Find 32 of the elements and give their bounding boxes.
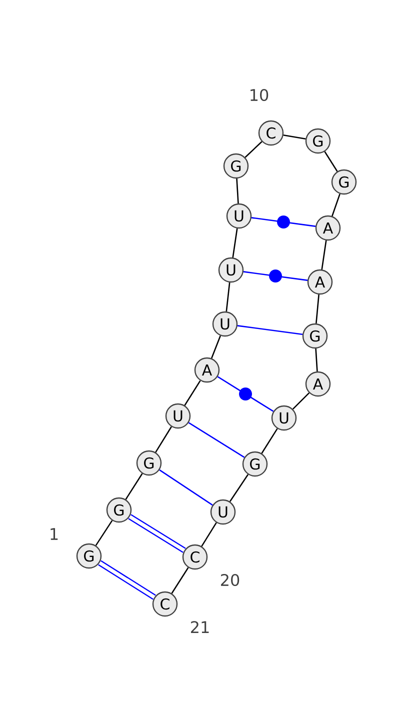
base-pair-line	[251, 216, 316, 228]
position-number: 1	[50, 528, 58, 540]
backbone-line	[95, 520, 113, 546]
base-pair-double-line	[98, 560, 156, 600]
base-pair-line	[159, 469, 213, 506]
backbone-line	[244, 141, 262, 158]
backbone-line	[292, 392, 310, 410]
backbone-line	[316, 294, 320, 324]
backbone-line	[226, 282, 230, 312]
backbone-line	[210, 336, 222, 358]
position-number: 20	[221, 574, 240, 586]
base-pair-line	[237, 325, 303, 335]
backbone-line	[184, 380, 201, 406]
base-pair-line	[243, 270, 308, 282]
backbone-line	[315, 348, 318, 372]
backbone-line	[201, 522, 217, 547]
backbone-line	[321, 240, 327, 270]
backbone-line	[324, 151, 338, 172]
position-number: 10	[250, 88, 268, 102]
backbone-line	[171, 567, 189, 594]
position-number: 21	[191, 621, 209, 633]
base-pair-line	[217, 376, 274, 412]
base-pair-double-line	[128, 514, 186, 553]
backbone-line	[229, 474, 249, 502]
backbone-line	[332, 194, 340, 216]
backbone-line	[236, 178, 239, 204]
backbone-line	[125, 473, 143, 500]
backbone-line	[261, 428, 278, 454]
base-pair-line	[188, 422, 245, 458]
backbone-line	[232, 228, 238, 258]
backbone-line	[283, 134, 306, 140]
backbone-line	[155, 426, 172, 453]
